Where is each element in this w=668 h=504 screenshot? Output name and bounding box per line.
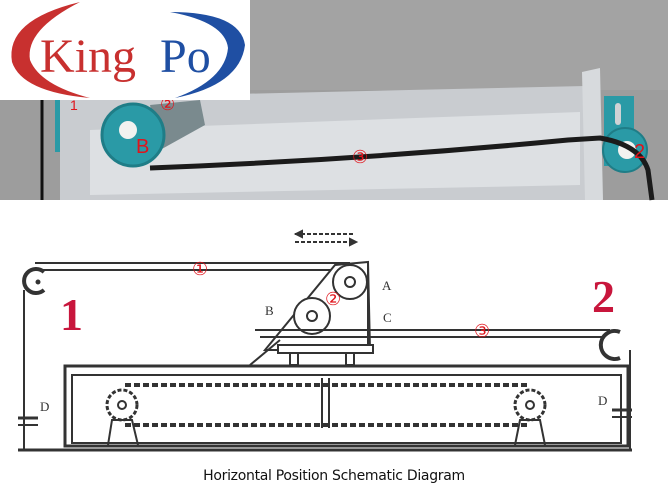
position-2-label: 2 [592, 271, 615, 322]
device-photo: 1 ② B ③ 2 [0, 0, 668, 201]
label-circle-1: ① [192, 259, 208, 279]
schematic-diagram [18, 229, 632, 452]
position-1-label: 1 [60, 289, 83, 340]
photo-label-b: B [136, 136, 149, 158]
label-circle-3: ③ [474, 321, 490, 341]
label-d-left: D [40, 399, 49, 414]
photo-label-1: 1 [70, 97, 78, 113]
label-d-right: D [598, 393, 607, 408]
schematic-labels: ① ② ③ A B C D D 1 2 [40, 259, 615, 414]
label-c: C [383, 310, 392, 325]
diagram-caption: Horizontal Position Schematic Diagram [203, 468, 465, 484]
label-circle-2: ② [325, 289, 341, 309]
svg-text:Po: Po [160, 30, 211, 83]
photo-label-circle-3: ③ [352, 147, 368, 167]
kingpo-logo: King Po [0, 0, 250, 100]
label-a: A [382, 278, 392, 293]
svg-text:King: King [40, 30, 136, 83]
label-b: B [265, 303, 274, 318]
photo-label-2: 2 [634, 141, 645, 163]
